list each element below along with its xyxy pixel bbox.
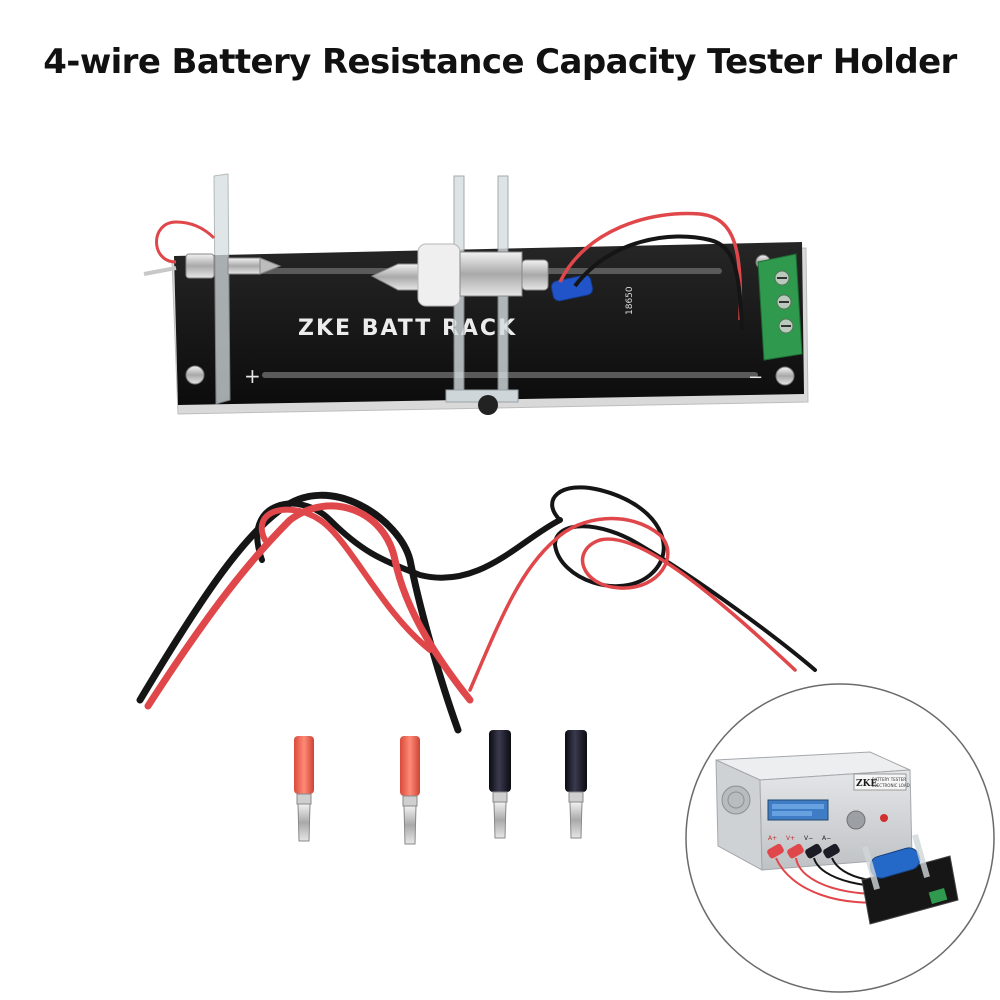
banana-plug-black-icon: [489, 730, 511, 839]
red-wire: [144, 502, 474, 710]
rack-board: [174, 242, 804, 405]
banana-plug-black-icon: [565, 730, 587, 839]
terminal-label: A+: [768, 835, 777, 842]
rail-slot-bottom: [262, 372, 758, 378]
terminal-block-icon: [757, 253, 803, 361]
polarity-minus: −: [748, 367, 763, 388]
inset-device-line1: BATTERY TESTER: [872, 777, 906, 782]
tester-lcd: [767, 799, 829, 821]
left-acrylic-plate: [213, 173, 231, 405]
terminal-label: A−: [822, 835, 831, 842]
red-wire: [258, 506, 433, 653]
page-title: 4-wire Battery Resistance Capacity Teste…: [43, 42, 957, 82]
banana-plug-red-icon: [294, 736, 314, 842]
battery-rack: ZKE BATT RACK + − 18650: [143, 173, 809, 415]
screw-icon: [775, 366, 795, 386]
inset-device-line2: ELECTRONIC LOAD: [872, 783, 910, 788]
wire-coils: [136, 485, 817, 734]
screw-icon: [185, 365, 205, 385]
red-lead-right: [558, 211, 743, 321]
terminal-label: V+: [786, 835, 795, 842]
black-wire: [254, 500, 563, 581]
black-wire: [550, 485, 817, 672]
red-wire: [468, 516, 797, 692]
banana-plug-red-icon: [400, 736, 420, 845]
terminal-label: V−: [804, 835, 813, 842]
usage-inset: ZKE BATTERY TESTER ELECTRONIC LOAD A+ V+…: [685, 683, 995, 993]
rack-label: ZKE BATT RACK: [298, 316, 517, 341]
red-lead-left: [155, 220, 216, 264]
polarity-plus: +: [244, 364, 261, 388]
black-lead-right: [573, 234, 744, 331]
white-bushing: [417, 243, 461, 307]
size-mark: 18650: [625, 286, 635, 315]
inset-brand: ZKE: [856, 779, 877, 789]
knob-icon: [846, 810, 866, 830]
